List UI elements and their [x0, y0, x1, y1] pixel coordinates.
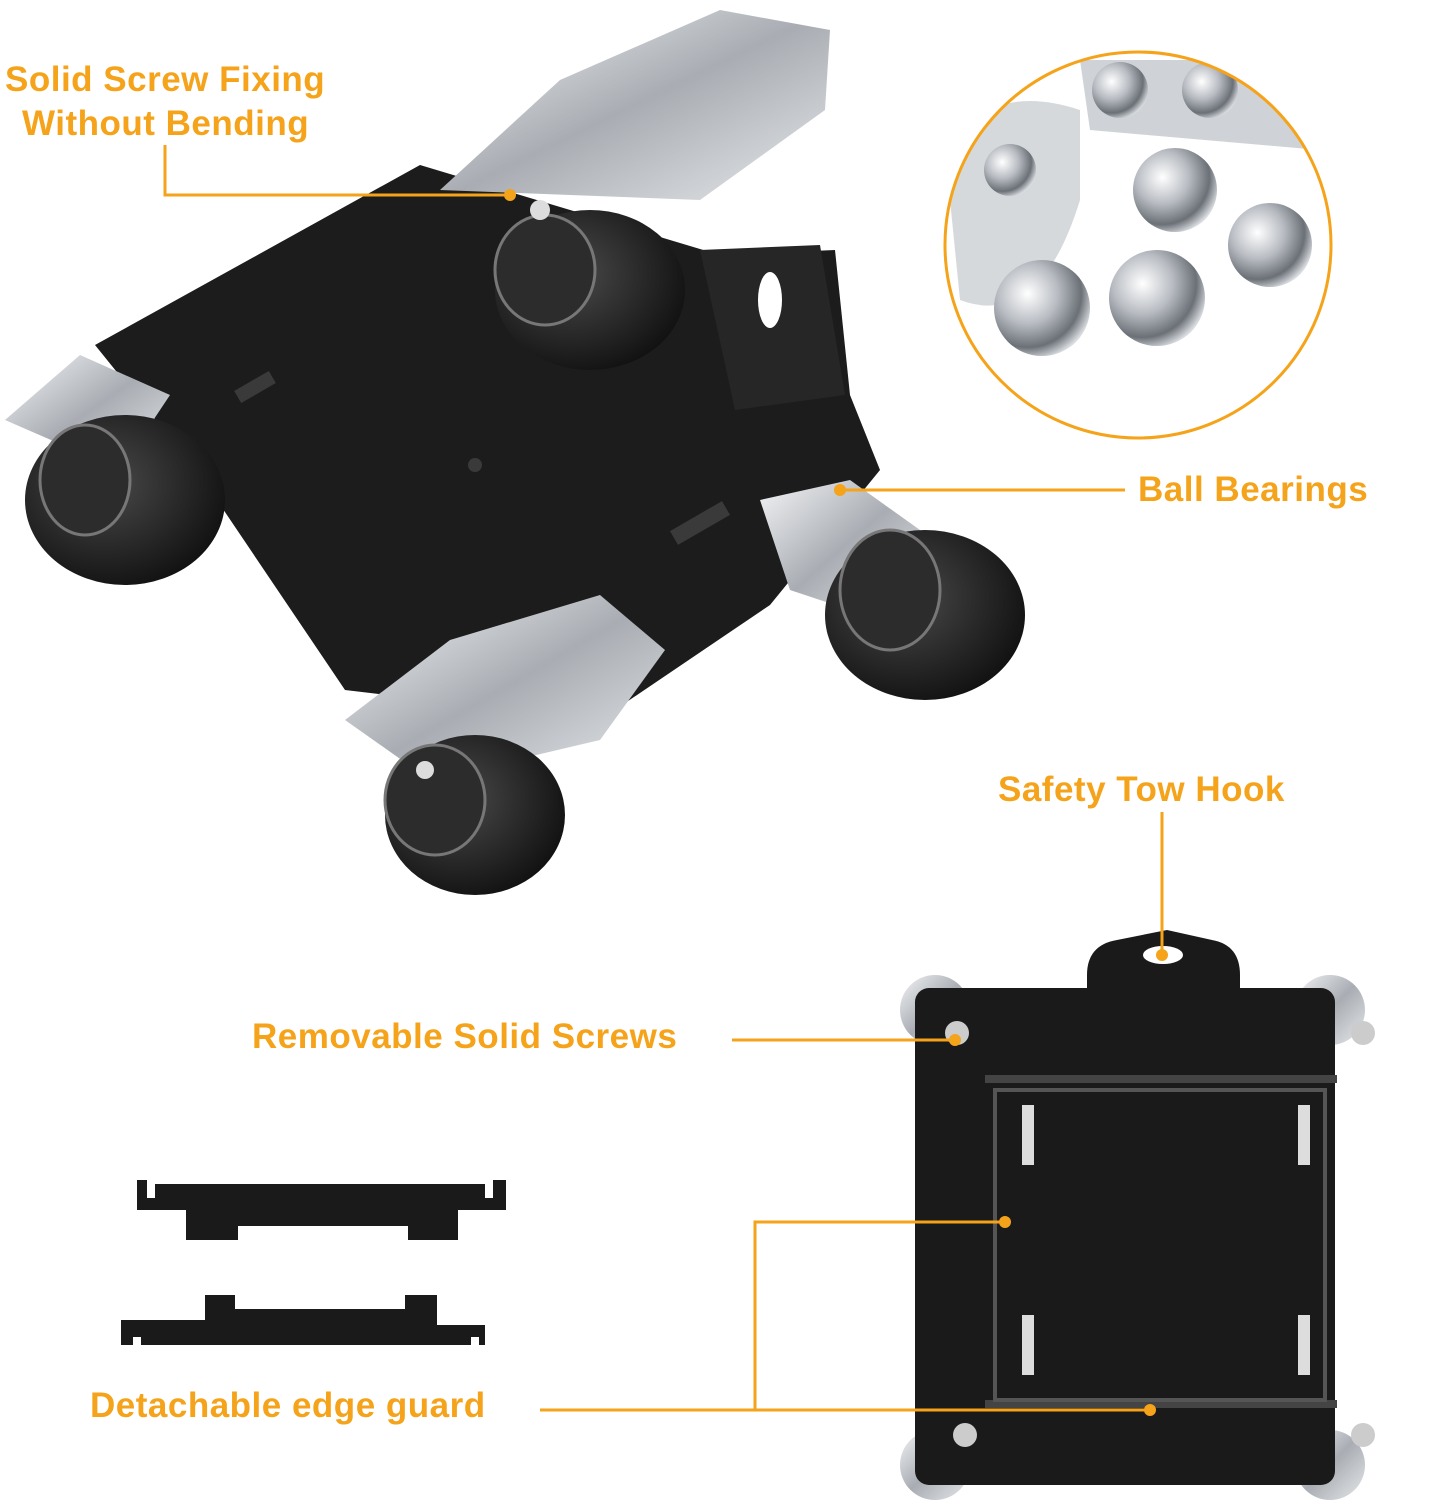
label-edge-guard: Detachable edge guard — [90, 1386, 486, 1425]
label-removable-screws: Removable Solid Screws — [252, 1017, 678, 1056]
label-tow-hook: Safety Tow Hook — [998, 770, 1285, 809]
edge-guard-pieces — [121, 1180, 506, 1345]
dolly-bottom-view — [900, 930, 1375, 1500]
ball-bearing-inset — [943, 50, 1333, 440]
label-ball-bearings: Ball Bearings — [1138, 470, 1369, 509]
leader-lines — [163, 145, 1164, 1412]
label-screw-fixing-line1: Solid Screw Fixing — [5, 60, 326, 99]
caster-wheel — [440, 10, 830, 370]
caster-wheel — [760, 480, 1025, 700]
dolly-top-view — [5, 10, 1025, 895]
leader-dots — [504, 189, 1168, 1416]
label-screw-fixing-line2: Without Bending — [22, 104, 310, 143]
caster-wheel — [5, 355, 225, 585]
caster-wheel — [345, 595, 665, 895]
